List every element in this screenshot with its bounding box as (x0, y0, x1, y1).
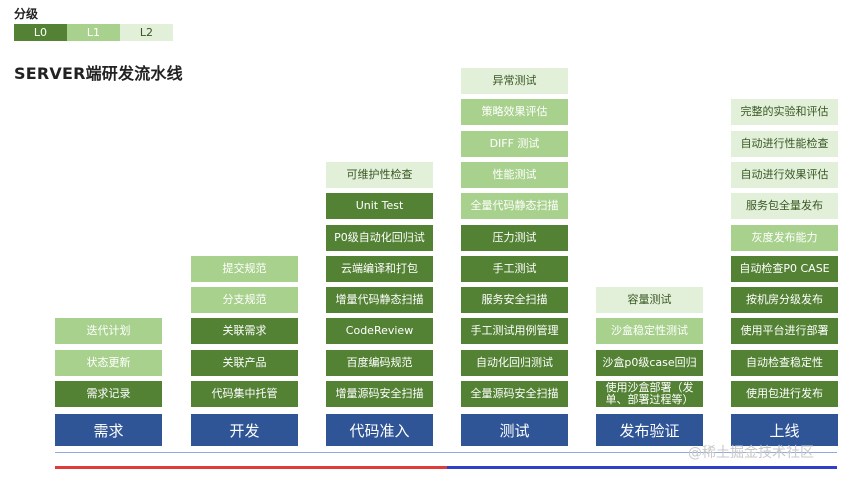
capability-box: 关联产品 (191, 349, 298, 376)
capability-box: 异常测试 (461, 68, 568, 94)
capability-box: 沙盒p0级case回归 (596, 349, 703, 376)
page-title: SERVER端研发流水线 (14, 64, 183, 83)
capability-box: 使用沙盒部署（发单、部署过程等） (596, 381, 703, 407)
capability-box: 自动进行效果评估 (731, 161, 838, 188)
capability-box: 手工测试用例管理 (461, 318, 568, 345)
timeline-bar-red (55, 466, 447, 469)
stage-label: 需求 (55, 414, 162, 446)
capability-box: 灰度发布能力 (731, 224, 838, 251)
legend-title: 分级 (14, 7, 39, 21)
capability-box: 性能测试 (461, 161, 568, 188)
capability-box: 提交规范 (191, 255, 298, 282)
capability-box: P0级自动化回归试 (326, 224, 433, 251)
capability-box: 需求记录 (55, 381, 162, 407)
capability-box: 服务包全量发布 (731, 193, 838, 220)
capability-box: 全量源码安全扫描 (461, 381, 568, 407)
stage-label: 开发 (191, 414, 298, 446)
capability-box: 压力测试 (461, 224, 568, 251)
capability-box: 自动检查稳定性 (731, 349, 838, 376)
capability-box: 增量源码安全扫描 (326, 381, 433, 407)
legend-l2: L2 (120, 24, 173, 41)
capability-box: 代码集中托管 (191, 381, 298, 407)
legend-l0: L0 (14, 24, 67, 41)
capability-box: 状态更新 (55, 349, 162, 376)
timeline-bar-blue (447, 466, 837, 469)
capability-box: 使用包进行发布 (731, 381, 838, 407)
capability-box: 使用平台进行部署 (731, 318, 838, 345)
capability-box: 百度编码规范 (326, 349, 433, 376)
capability-box: Unit Test (326, 193, 433, 220)
capability-box: 云端编译和打包 (326, 255, 433, 282)
capability-box: 分支规范 (191, 287, 298, 314)
capability-box: 迭代计划 (55, 318, 162, 345)
capability-box: 策略效果评估 (461, 99, 568, 126)
legend-l1: L1 (67, 24, 120, 41)
capability-box: CodeReview (326, 318, 433, 345)
capability-box: 自动进行性能检查 (731, 130, 838, 157)
capability-box: 服务安全扫描 (461, 287, 568, 314)
stage-label: 测试 (461, 414, 568, 446)
capability-box: 自动化回归测试 (461, 349, 568, 376)
capability-box: 手工测试 (461, 255, 568, 282)
timeline-line (55, 452, 837, 453)
capability-box: 增量代码静态扫描 (326, 287, 433, 314)
capability-box: 容量测试 (596, 287, 703, 314)
capability-box: DIFF 测试 (461, 130, 568, 157)
legend: L0 L1 L2 (14, 24, 173, 41)
capability-box: 完整的实验和评估 (731, 99, 838, 126)
capability-box: 可维护性检查 (326, 161, 433, 188)
stage-label: 上线 (731, 414, 838, 446)
capability-box: 自动检查P0 CASE (731, 255, 838, 282)
capability-box: 沙盒稳定性测试 (596, 318, 703, 345)
capability-box: 按机房分级发布 (731, 287, 838, 314)
stage-label: 代码准入 (326, 414, 433, 446)
capability-box: 关联需求 (191, 318, 298, 345)
watermark: @稀土掘金技术社区 (688, 445, 814, 461)
stage-label: 发布验证 (596, 414, 703, 446)
capability-box: 全量代码静态扫描 (461, 193, 568, 220)
